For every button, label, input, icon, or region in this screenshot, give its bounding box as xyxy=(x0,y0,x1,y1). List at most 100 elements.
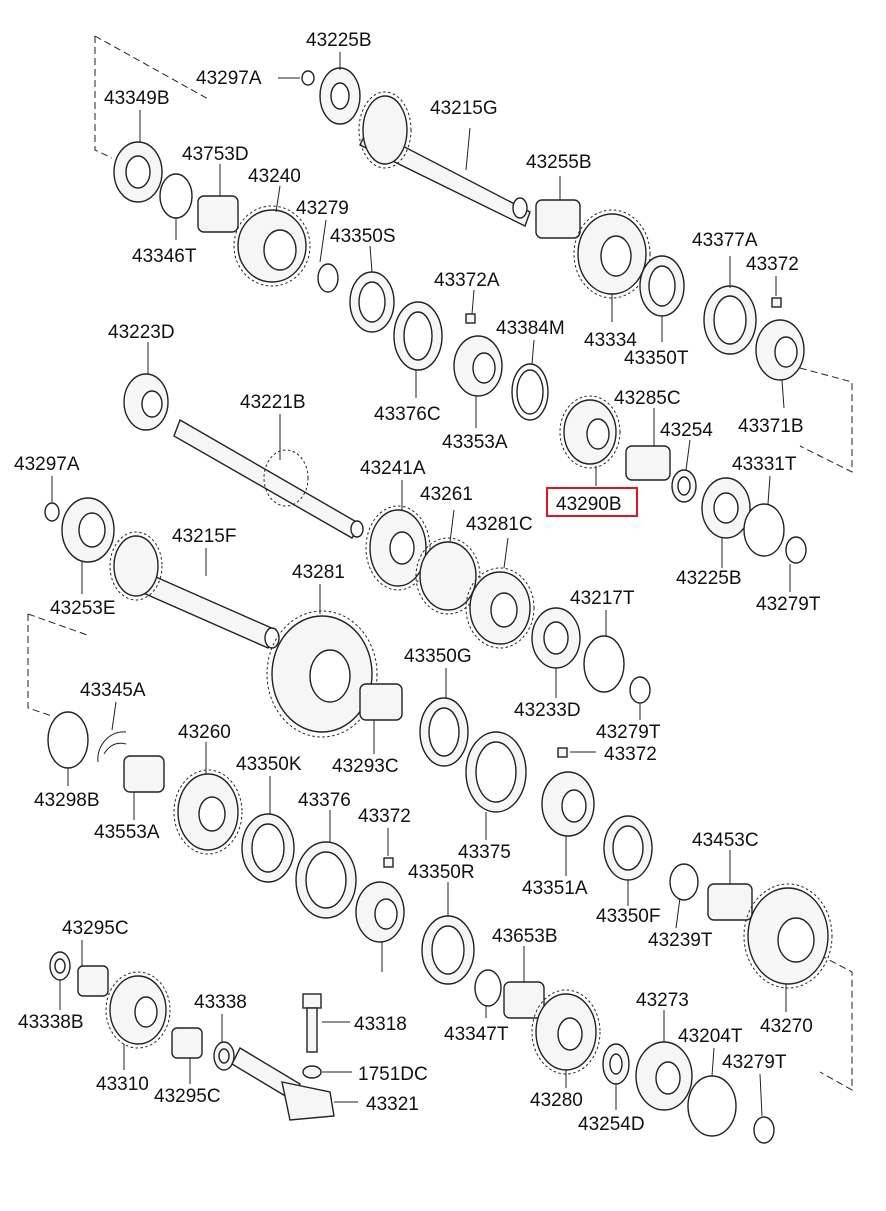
snap-ring-43346T xyxy=(159,173,193,219)
part-label[interactable]: 43349B xyxy=(104,88,170,109)
needle-bearing-43295C-bottom xyxy=(171,1027,203,1059)
shaft-43321 xyxy=(231,1047,335,1121)
part-label[interactable]: 43372 xyxy=(746,254,799,275)
cone-43377A xyxy=(703,285,757,355)
part-label[interactable]: 43318 xyxy=(354,1014,407,1035)
part-label[interactable]: 43254 xyxy=(660,420,713,441)
part-label[interactable]: 43353A xyxy=(442,432,508,453)
ring-43350F xyxy=(603,815,653,881)
part-label[interactable]: 43653B xyxy=(492,926,558,947)
gear-43270 xyxy=(743,883,833,989)
part-label[interactable]: 43350S xyxy=(330,226,396,247)
part-label[interactable]: 43217T xyxy=(570,588,635,609)
part-label[interactable]: 43225B xyxy=(306,30,372,51)
part-label[interactable]: 43204T xyxy=(678,1026,743,1047)
part-label[interactable]: 43225B xyxy=(676,568,742,589)
part-label[interactable]: 43270 xyxy=(760,1016,813,1037)
part-label[interactable]: 43254D xyxy=(578,1114,645,1135)
snap-ring-43345A xyxy=(97,731,127,763)
washer-43338 xyxy=(213,1041,235,1071)
part-label[interactable]: 43279T xyxy=(756,594,821,615)
snap-ring-43204T xyxy=(687,1075,737,1137)
part-label[interactable]: 43233D xyxy=(514,700,581,721)
part-label[interactable]: 43279T xyxy=(722,1052,787,1073)
group-bracket-left xyxy=(27,613,91,717)
ring-43350S xyxy=(349,271,395,333)
needle-bearing-43753D xyxy=(197,195,239,233)
part-label[interactable]: 43553A xyxy=(94,822,160,843)
part-label[interactable]: 43298B xyxy=(34,790,100,811)
part-label[interactable]: 43260 xyxy=(178,722,231,743)
part-label[interactable]: 43453C xyxy=(692,830,759,851)
part-label[interactable]: 43221B xyxy=(240,392,306,413)
part-label[interactable]: 1751DC xyxy=(358,1064,428,1085)
part-label[interactable]: 43372 xyxy=(358,806,411,827)
part-label[interactable]: 43350R xyxy=(408,862,475,883)
sleeve-43375 xyxy=(465,731,527,813)
part-label[interactable]: 43273 xyxy=(636,990,689,1011)
part-label[interactable]: 43297A xyxy=(14,454,80,475)
part-label[interactable]: 43280 xyxy=(530,1090,583,1111)
part-label[interactable]: 43331T xyxy=(732,454,797,475)
part-label[interactable]: 43290B xyxy=(556,494,622,515)
part-label[interactable]: 43753D xyxy=(182,144,249,165)
part-label[interactable]: 43310 xyxy=(96,1074,149,1095)
part-label[interactable]: 43372A xyxy=(434,270,500,291)
gear-43290B xyxy=(559,395,621,469)
washer-1751DC xyxy=(302,1065,322,1079)
part-label[interactable]: 43295C xyxy=(154,1086,221,1107)
part-label[interactable]: 43334 xyxy=(584,330,637,351)
key-43372-mid xyxy=(557,747,568,758)
part-label[interactable]: 43371B xyxy=(738,416,804,437)
snap-ring-43239T xyxy=(669,863,699,901)
part-label[interactable]: 43281C xyxy=(466,514,533,535)
part-label[interactable]: 43372 xyxy=(604,744,657,765)
part-label[interactable]: 43338 xyxy=(194,992,247,1013)
part-label[interactable]: 43350F xyxy=(596,906,660,927)
part-label[interactable]: 43279T xyxy=(596,722,661,743)
part-label[interactable]: 43377A xyxy=(692,230,758,251)
key-43372A xyxy=(465,313,476,324)
part-label[interactable]: 43321 xyxy=(366,1094,419,1115)
ring-43384M xyxy=(511,363,549,421)
bearing-43225B-top xyxy=(319,67,361,125)
part-label[interactable]: 43223D xyxy=(108,322,175,343)
part-label[interactable]: 43239T xyxy=(648,930,713,951)
part-label[interactable]: 43279 xyxy=(296,198,349,219)
part-label[interactable]: 43350G xyxy=(404,646,472,667)
hub-43353A xyxy=(453,335,503,397)
part-label[interactable]: 43350K xyxy=(236,754,302,775)
part-label[interactable]: 43297A xyxy=(196,68,262,89)
part-label[interactable]: 43376C xyxy=(374,404,441,425)
bearing-43273 xyxy=(635,1041,693,1111)
shaft-43221B xyxy=(173,418,364,539)
hub-43352A xyxy=(355,881,405,943)
part-label[interactable]: 43295C xyxy=(62,918,129,939)
leader-lines xyxy=(51,52,791,1117)
part-label[interactable]: 43347T xyxy=(444,1024,509,1045)
part-label[interactable]: 43241A xyxy=(360,458,426,479)
hub-43371B xyxy=(755,319,805,381)
part-label[interactable]: 43281 xyxy=(292,562,345,583)
part-label[interactable]: 43261 xyxy=(420,484,473,505)
part-label[interactable]: 43215G xyxy=(430,98,498,119)
gear-43260 xyxy=(173,769,243,855)
part-label[interactable]: 43346T xyxy=(132,246,197,267)
part-label[interactable]: 43240 xyxy=(248,166,301,187)
part-label[interactable]: 43255B xyxy=(526,152,592,173)
cone-43376 xyxy=(295,841,357,919)
bolt-43318 xyxy=(302,993,322,1053)
part-label[interactable]: 43345A xyxy=(80,680,146,701)
part-label[interactable]: 43351A xyxy=(522,878,588,899)
part-label[interactable]: 43253E xyxy=(50,598,116,619)
part-label[interactable]: 43375 xyxy=(458,842,511,863)
part-label[interactable]: 43285C xyxy=(614,388,681,409)
oil-seal-43349B xyxy=(113,141,163,203)
part-label[interactable]: 43293C xyxy=(332,756,399,777)
part-label[interactable]: 43384M xyxy=(496,318,565,339)
part-label[interactable]: 43338B xyxy=(18,1012,84,1033)
hub-43351A xyxy=(541,771,595,837)
part-label[interactable]: 43350T xyxy=(624,348,689,369)
part-label[interactable]: 43215F xyxy=(172,526,236,547)
part-label[interactable]: 43376 xyxy=(298,790,351,811)
